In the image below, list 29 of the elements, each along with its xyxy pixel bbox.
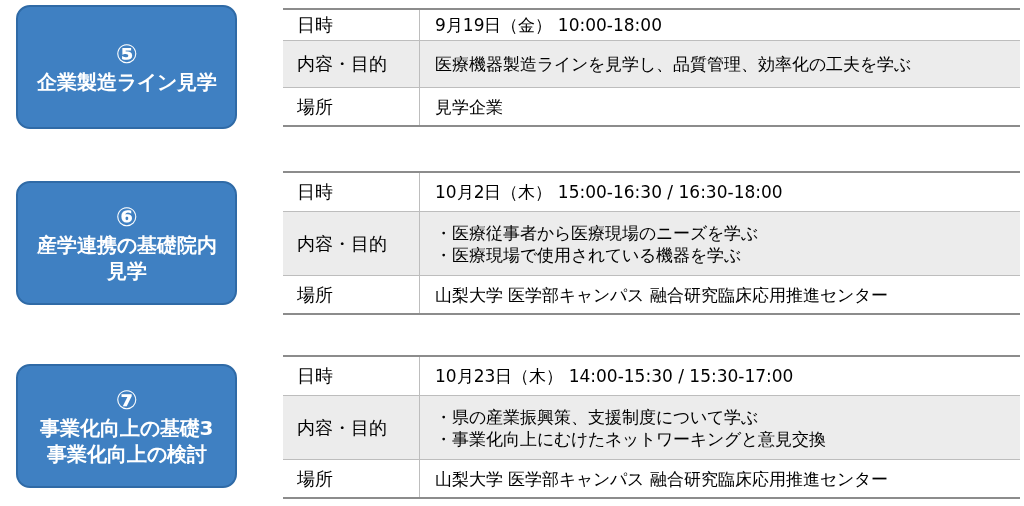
step-box — [16, 5, 237, 129]
cell-text: 10月23日（木） 14:00-15:30 / 15:30-17:00 — [435, 365, 794, 387]
step-number: ⑥ — [115, 202, 138, 232]
row-heading: 日時 — [297, 180, 333, 204]
cell-text: ・事業化向上にむけたネットワーキングと意見交換 — [435, 427, 826, 450]
cell-text: 山梨大学 医学部キャンパス 融合研究臨床応用推進センター — [435, 283, 888, 306]
step-box — [16, 181, 237, 305]
row-heading: 日時 — [297, 364, 333, 388]
step-box — [16, 364, 237, 488]
row-heading: 内容・目的 — [297, 415, 387, 440]
step-title: 事業化向上の基礎3事業化向上の検討 — [38, 415, 215, 467]
row-heading: 内容・目的 — [297, 231, 387, 256]
step-title: 産学連携の基礎院内見学 — [35, 232, 218, 284]
cell-text: 医療機器製造ラインを見学し、品質管理、効率化の工夫を学ぶ — [435, 53, 911, 75]
cell-text: 10月2日（木） 15:00-16:30 / 16:30-18:00 — [435, 181, 783, 203]
step-number: ⑦ — [115, 385, 138, 415]
cell-text: 見学企業 — [435, 95, 503, 118]
row-heading: 日時 — [297, 13, 333, 37]
cell-text: ・医療現場で使用されている機器を学ぶ — [435, 243, 742, 266]
cell-text: 山梨大学 医学部キャンパス 融合研究臨床応用推進センター — [435, 467, 888, 490]
row-heading: 場所 — [297, 94, 333, 119]
step-number: ⑤ — [115, 39, 138, 69]
row-heading: 場所 — [297, 282, 333, 307]
cell-text: ・医療従事者から医療現場のニーズを学ぶ — [435, 221, 758, 244]
cell-text: 9月19日（金） 10:00-18:00 — [435, 14, 662, 36]
cell-text: ・県の産業振興策、支援制度について学ぶ — [435, 405, 759, 428]
row-heading: 場所 — [297, 466, 333, 491]
step-title: 企業製造ライン見学 — [35, 69, 218, 95]
row-heading: 内容・目的 — [297, 52, 387, 76]
